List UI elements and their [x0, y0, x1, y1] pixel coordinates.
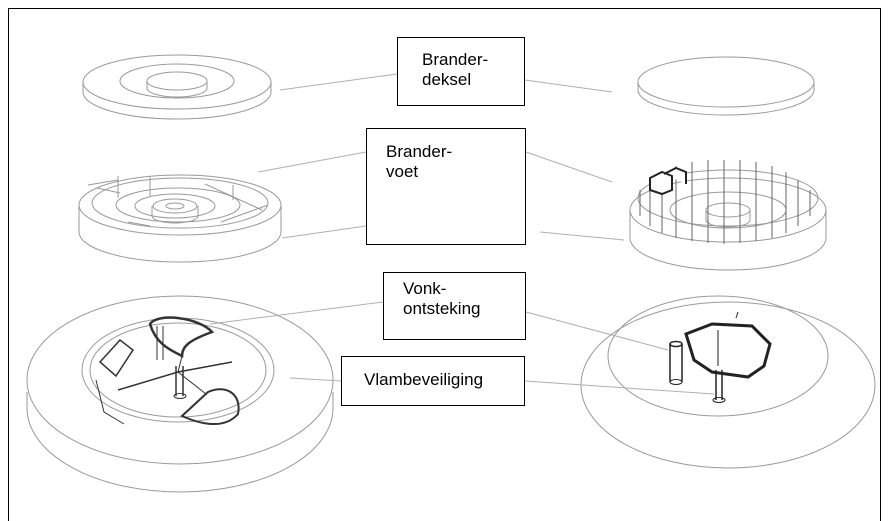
right-inner-parts [669, 311, 772, 403]
left-burner-base [78, 174, 282, 263]
left-inner-parts [95, 316, 240, 426]
left-burner-cover [82, 54, 272, 120]
label-vlambeveiliging-text: Vlambeveiliging [364, 370, 484, 389]
label-vonk-ontsteking-text: Vonk- ontsteking [403, 279, 481, 318]
label-vonk-ontsteking: Vonk- ontsteking [383, 272, 526, 340]
label-brander-deksel: Brander- deksel [397, 37, 525, 106]
label-brander-voet-text: Brander- voet [386, 142, 453, 181]
right-burner-base [629, 160, 827, 271]
right-burner-cover [637, 56, 815, 116]
label-brander-deksel-text: Brander- deksel [422, 50, 489, 89]
right-hob-plate [580, 295, 876, 469]
label-brander-voet: Brander- voet [366, 128, 526, 245]
label-vlambeveiliging: Vlambeveiliging [341, 356, 525, 406]
leader-lines [209, 73, 715, 395]
